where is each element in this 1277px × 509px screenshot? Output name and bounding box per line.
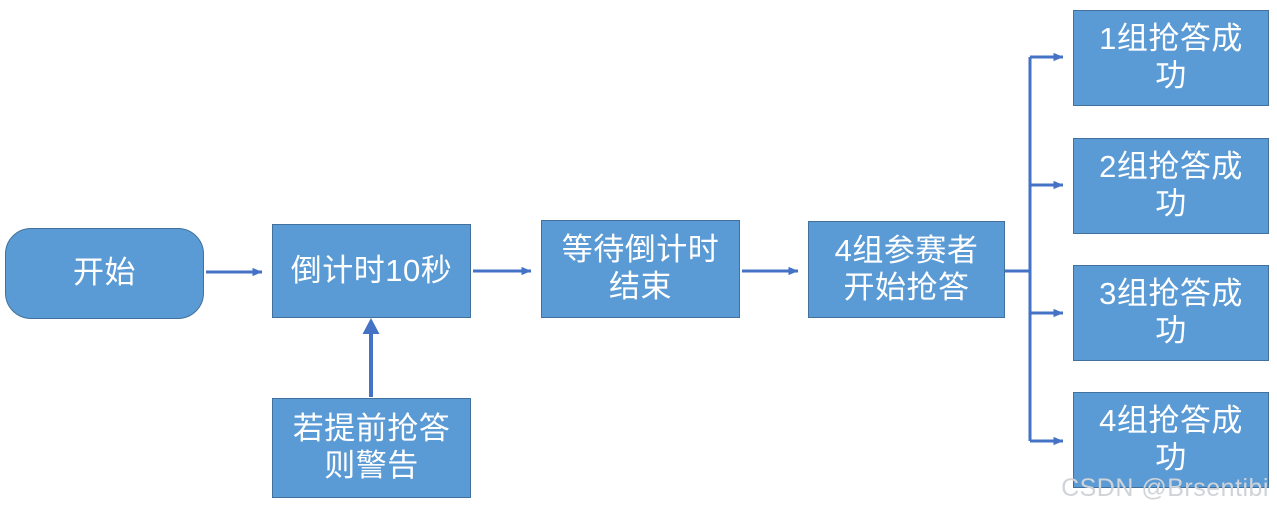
watermark: CSDN @Brsentibi	[1061, 474, 1269, 502]
node-group1-buzz-success[interactable]: 1组抢答成 功	[1073, 10, 1269, 106]
node-countdown[interactable]: 倒计时10秒	[272, 224, 471, 318]
node-start[interactable]: 开始	[5, 228, 204, 319]
node-group3-label: 3组抢答成 功	[1099, 276, 1243, 348]
node-wait-for-countdown-end[interactable]: 等待倒计时 结束	[541, 220, 740, 318]
node-four-groups-start-buzzing[interactable]: 4组参赛者 开始抢答	[808, 221, 1005, 318]
node-wait-label: 等待倒计时 结束	[561, 232, 720, 304]
node-group2-label: 2组抢答成 功	[1099, 149, 1243, 221]
node-group1-label: 1组抢答成 功	[1099, 21, 1243, 93]
node-warn-label: 若提前抢答 则警告	[292, 411, 451, 483]
node-group4-buzz-success[interactable]: 4组抢答成 功	[1073, 392, 1269, 488]
node-buzz-label: 4组参赛者 开始抢答	[834, 232, 979, 305]
node-group4-label: 4组抢答成 功	[1099, 403, 1243, 475]
node-countdown-label: 倒计时10秒	[290, 252, 453, 288]
edge-warn-arrowhead	[362, 318, 380, 334]
node-early-buzz-warning[interactable]: 若提前抢答 则警告	[272, 398, 471, 498]
node-start-label: 开始	[73, 255, 136, 291]
node-group2-buzz-success[interactable]: 2组抢答成 功	[1073, 138, 1269, 234]
node-group3-buzz-success[interactable]: 3组抢答成 功	[1073, 265, 1269, 361]
